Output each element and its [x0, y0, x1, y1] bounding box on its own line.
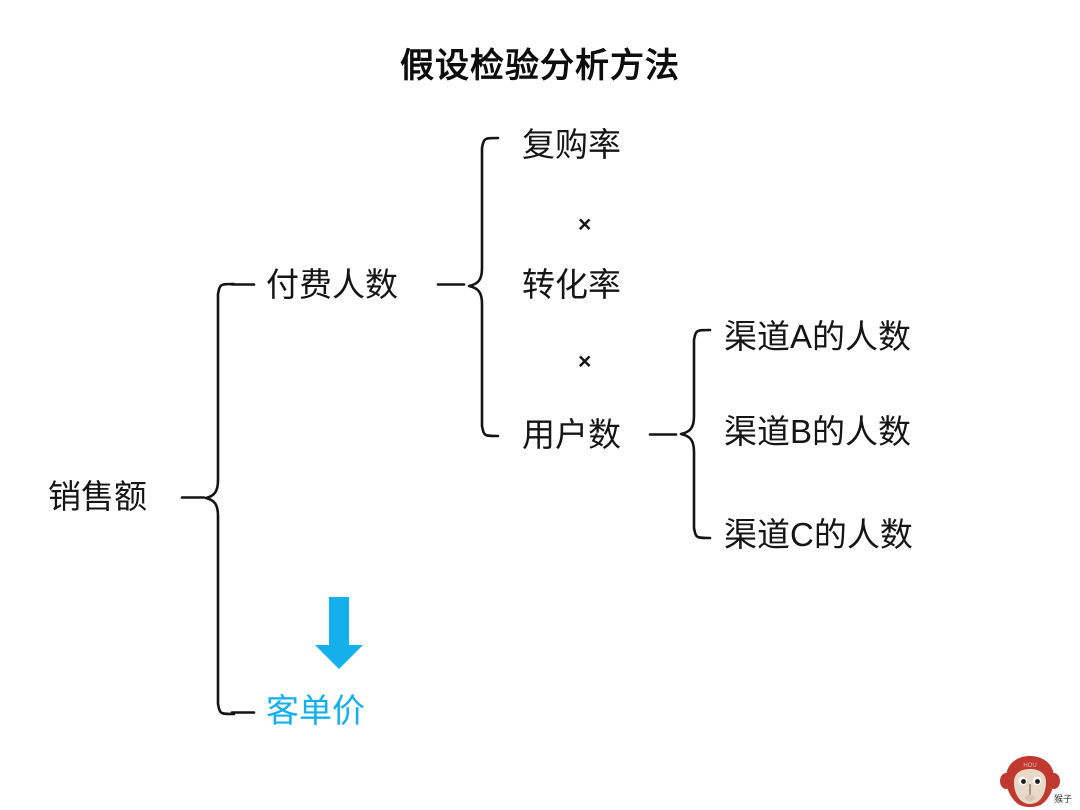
- connector-user-count-out-dash: [648, 433, 678, 436]
- watermark-label: 猴子: [1053, 794, 1072, 804]
- node-average-order-value: 客单价: [266, 692, 365, 729]
- node-channel-b-users: 渠道B的人数: [724, 413, 912, 450]
- connector-aov-dash: [230, 711, 256, 714]
- node-channel-a-users: 渠道A的人数: [724, 318, 912, 355]
- node-paying-users: 付费人数: [266, 266, 398, 303]
- brace-level3: [679, 328, 712, 540]
- brace-level1: [204, 282, 236, 716]
- operator-multiply-2: ×: [578, 348, 592, 374]
- connector-paying-users-dash: [230, 283, 256, 286]
- node-repurchase-rate: 复购率: [522, 126, 621, 163]
- brace-level2: [467, 136, 500, 438]
- svg-text:HOU: HOU: [1023, 763, 1036, 769]
- monkey-logo-icon: HOU: [1000, 756, 1060, 807]
- connector-root-dash: [180, 496, 206, 499]
- connector-paying-users-out-dash: [436, 283, 466, 286]
- page-title: 假设检验分析方法: [400, 47, 680, 85]
- node-root-sales: 销售额: [48, 478, 147, 515]
- node-channel-c-users: 渠道C的人数: [724, 516, 913, 553]
- operator-multiply-1: ×: [578, 211, 592, 237]
- node-conversion-rate: 转化率: [522, 266, 621, 303]
- node-user-count: 用户数: [522, 416, 621, 453]
- down-arrow-icon: [315, 597, 363, 669]
